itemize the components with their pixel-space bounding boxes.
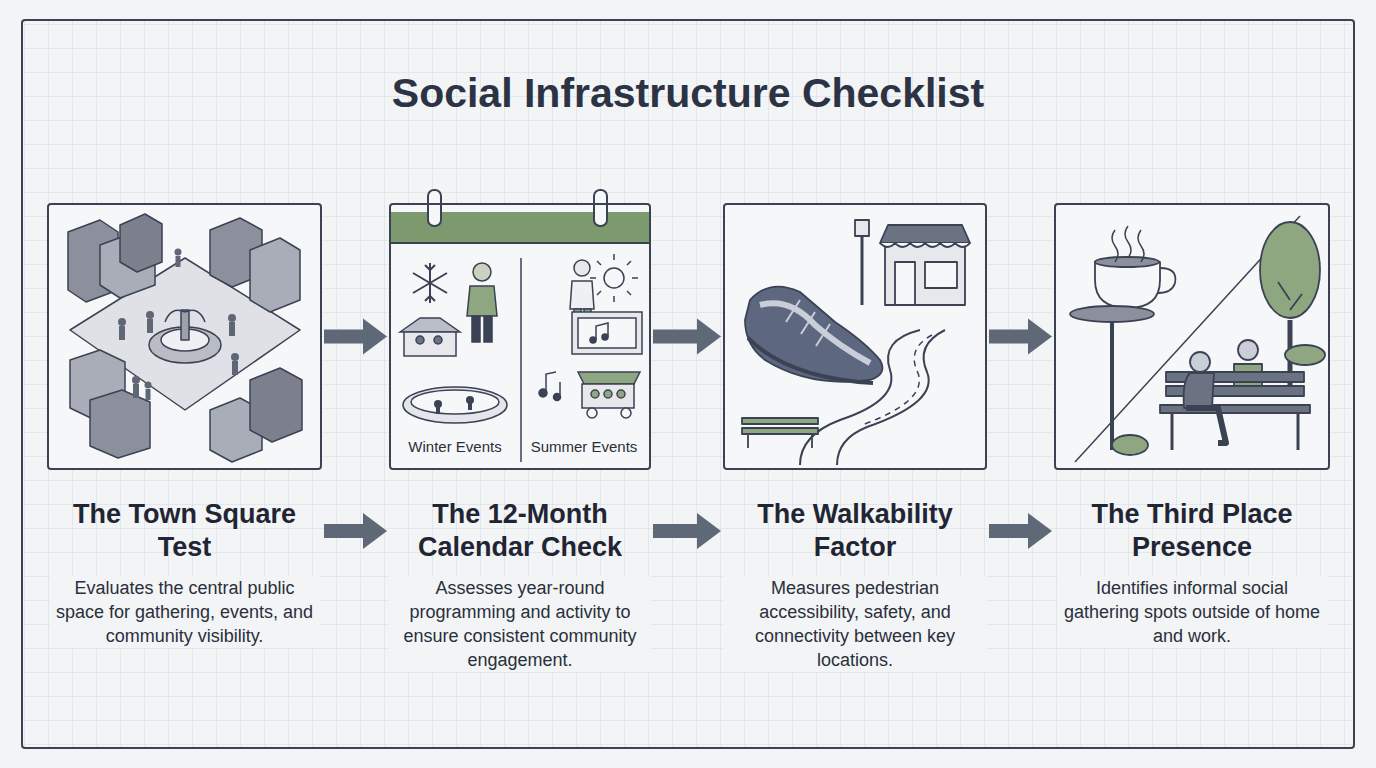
checklist-step: The Third Place PresenceIdentifies infor… xyxy=(1054,203,1330,648)
illustration-panel xyxy=(723,203,987,470)
season-label: Winter Events xyxy=(408,438,501,455)
step-description: Identifies informal social gathering spo… xyxy=(1057,576,1327,648)
flow-arrow xyxy=(653,513,721,549)
diagram-title: Social Infrastructure Checklist xyxy=(0,70,1376,117)
step-description: Evaluates the central public space for g… xyxy=(50,576,320,648)
season-label: Summer Events xyxy=(531,438,638,455)
flow-arrow xyxy=(989,513,1052,549)
step-heading: The 12-Month Calendar Check xyxy=(395,498,645,564)
step-description: Assesses year-round programming and acti… xyxy=(389,576,651,672)
step-heading: The Third Place Presence xyxy=(1067,498,1317,564)
checklist-step: The Town Square TestEvaluates the centra… xyxy=(47,203,322,648)
checklist-step: The Walkability FactorMeasures pedestria… xyxy=(723,203,987,672)
flow-arrow xyxy=(324,513,387,549)
illustration-panel xyxy=(1054,203,1330,470)
step-heading: The Town Square Test xyxy=(60,498,310,564)
step-heading: The Walkability Factor xyxy=(730,498,980,564)
illustration-panel xyxy=(389,203,651,470)
step-description: Measures pedestrian accessibility, safet… xyxy=(723,576,987,672)
checklist-step: The 12-Month Calendar CheckAssesses year… xyxy=(389,203,651,672)
flow-arrow xyxy=(989,319,1052,355)
illustration-panel xyxy=(47,203,322,470)
flow-arrow xyxy=(324,319,387,355)
flow-arrow xyxy=(653,319,721,355)
